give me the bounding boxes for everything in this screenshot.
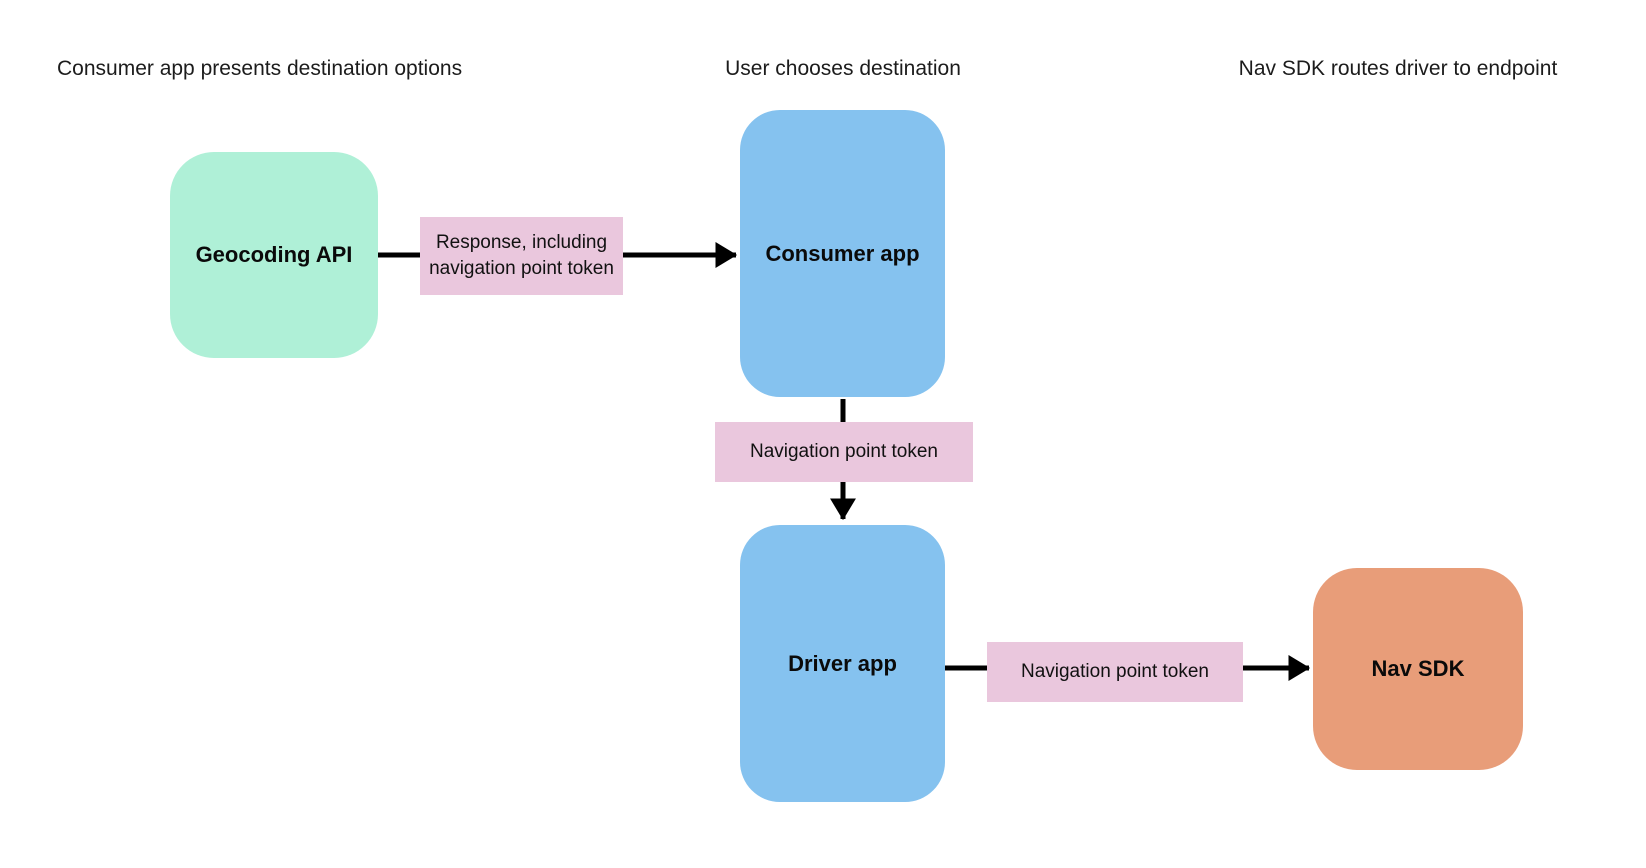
stage-header-user-chooses: User chooses destination xyxy=(725,57,961,80)
edge-label-text: Navigation point token xyxy=(1020,661,1209,683)
edge-label-response-including-token: Response, including navigation point tok… xyxy=(420,217,623,295)
node-driver-app: Driver app xyxy=(740,525,945,802)
node-driver-app-label: Driver app xyxy=(788,650,897,676)
edge-label-navigation-point-token-vertical: Navigation point token xyxy=(715,422,973,482)
node-consumer-app-label: Consumer app xyxy=(765,240,920,266)
stage-header-navsdk-routes: Nav SDK routes driver to endpoint xyxy=(1238,57,1558,80)
node-nav-sdk-label: Nav SDK xyxy=(1371,656,1465,681)
node-geocoding-api-label: Geocoding API xyxy=(195,242,353,267)
edge-label-text: Response, including navigation point tok… xyxy=(429,232,614,279)
node-consumer-app: Consumer app xyxy=(740,110,945,397)
edge-label-navigation-point-token-horizontal: Navigation point token xyxy=(987,642,1243,702)
edge-label-text: Navigation point token xyxy=(749,441,938,463)
stage-header-consumer-presents: Consumer app presents destination option… xyxy=(57,57,463,80)
node-geocoding-api: Geocoding API xyxy=(170,152,378,358)
node-nav-sdk: Nav SDK xyxy=(1313,568,1523,770)
